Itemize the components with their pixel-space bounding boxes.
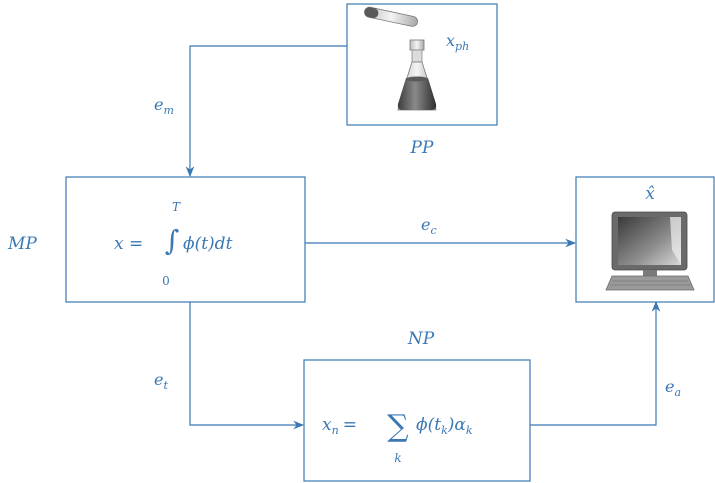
computer-monitor-icon [605, 211, 695, 291]
mp-formula-integrand: ϕ(t)dt [183, 234, 233, 254]
mp-box [65, 176, 306, 303]
integral-sign: ∫ [165, 224, 180, 257]
connector-pp-to-mp [185, 45, 347, 178]
mp-formula-lhs: x = [114, 234, 143, 254]
np-formula: xn= ∑ k ϕ(tk)αk [322, 409, 473, 465]
summation-index: k [394, 451, 401, 465]
edge-label-e-c: ec [421, 215, 437, 237]
edge-label-e-a: ea [665, 377, 681, 399]
mp-label: MP [7, 234, 37, 254]
x-ph-label: xph [446, 31, 469, 53]
integral-upper-limit: T [172, 200, 181, 214]
summation-sign: ∑ [387, 409, 409, 444]
np-box [303, 359, 531, 482]
edge-label-e-m: em [154, 95, 174, 117]
connector-mp-to-np [189, 302, 305, 430]
x-hat-label: x̂ [645, 184, 655, 204]
np-formula-lhs: xn= [322, 415, 357, 437]
pp-label: PP [410, 138, 434, 158]
mp-formula: x = ∫ T 0 ϕ(t)dt [114, 200, 233, 288]
edge-label-e-t: et [154, 370, 168, 392]
flask-and-test-tube-icon [364, 6, 437, 111]
np-label: NP [407, 329, 435, 349]
integral-lower-limit: 0 [162, 274, 170, 288]
connector-np-to-computer [530, 300, 661, 426]
np-formula-term: ϕ(tk)αk [416, 415, 473, 437]
